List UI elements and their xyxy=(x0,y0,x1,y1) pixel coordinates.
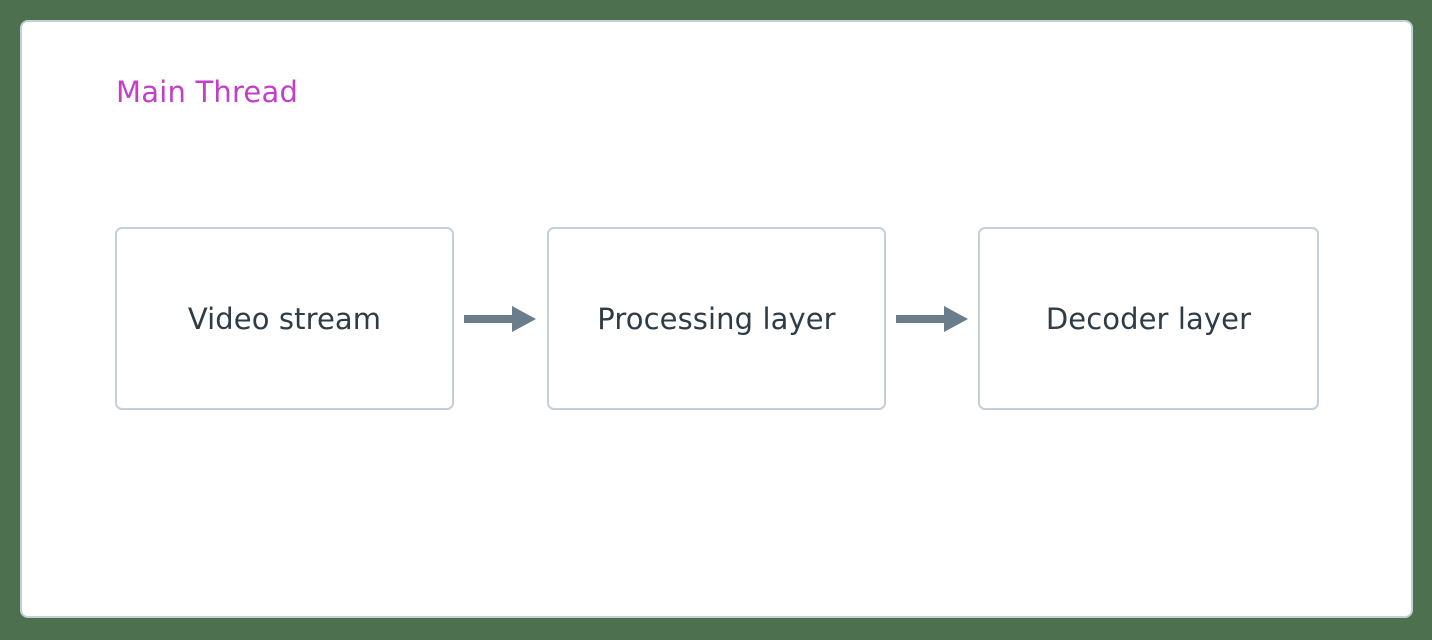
node-decoder-layer[interactable]: Decoder layer xyxy=(978,227,1319,410)
subgraph-title: Main Thread xyxy=(116,75,299,109)
node-video-stream[interactable]: Video stream xyxy=(115,227,454,410)
arrow-right-icon xyxy=(464,306,536,332)
node-label: Decoder layer xyxy=(1045,301,1252,336)
edge-video-to-processing xyxy=(462,303,538,335)
edge-processing-to-decoder xyxy=(894,303,970,335)
arrow-right-icon xyxy=(896,306,968,332)
node-processing-layer[interactable]: Processing layer xyxy=(547,227,886,410)
node-label: Video stream xyxy=(187,301,382,336)
node-label: Processing layer xyxy=(597,301,836,336)
